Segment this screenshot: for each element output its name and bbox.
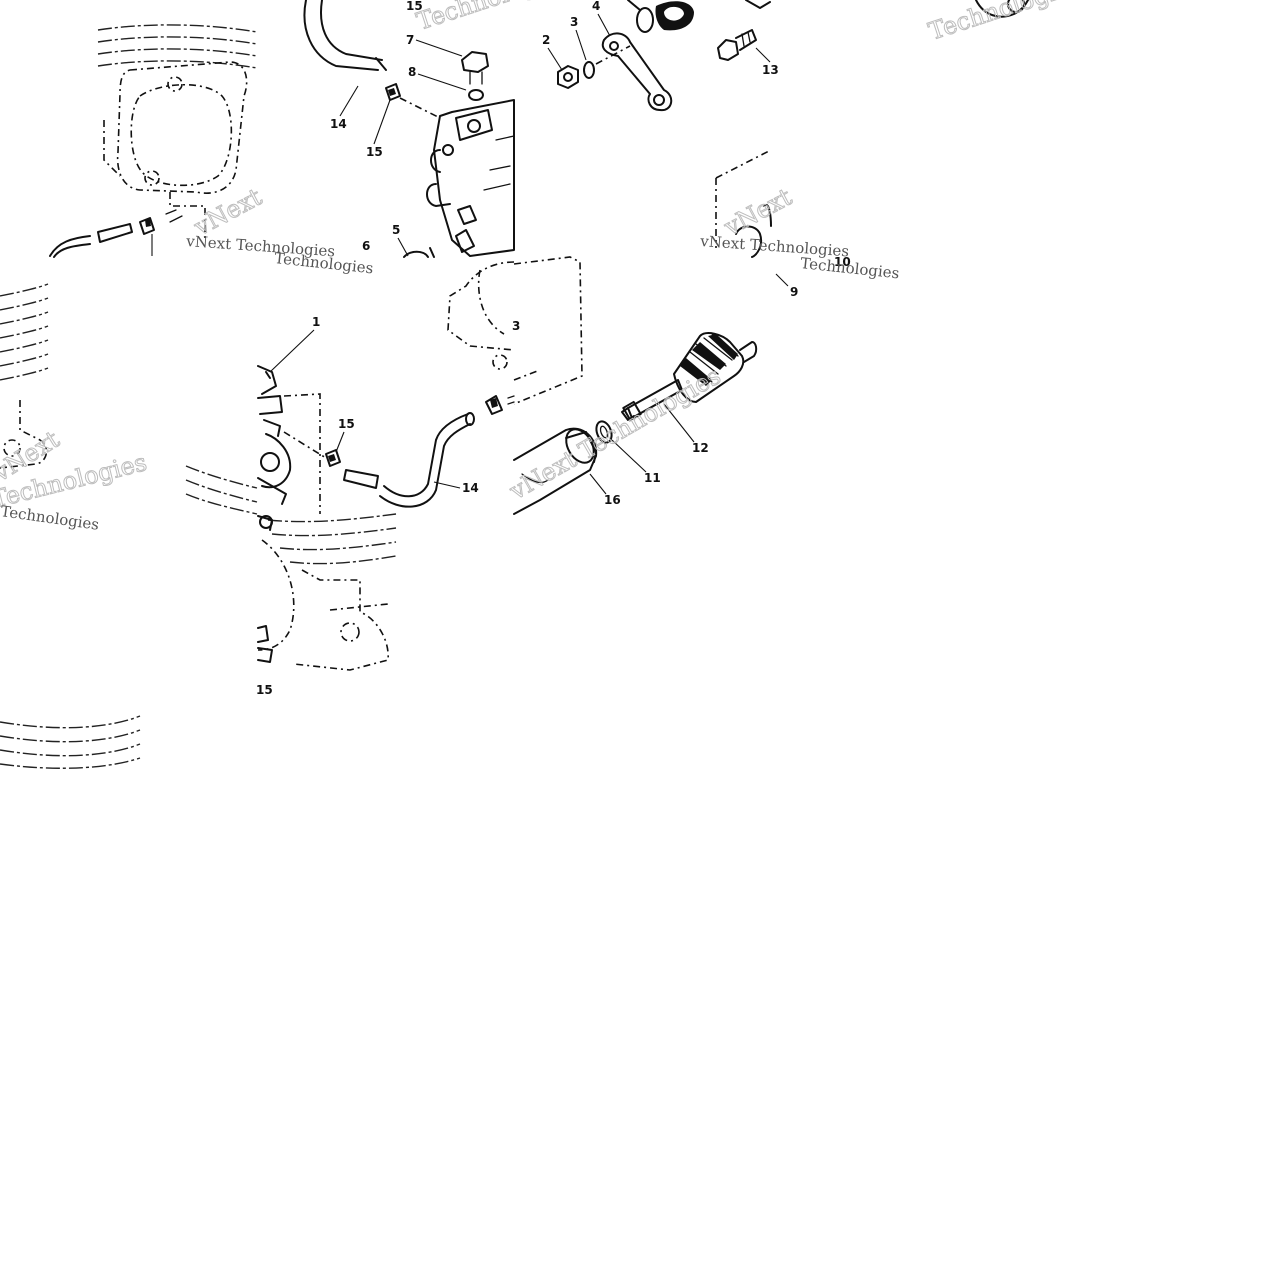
callout-label: 16 (604, 493, 621, 507)
washer (583, 61, 595, 79)
fitting-block (257, 365, 292, 505)
cover-outline (513, 256, 583, 405)
tile-top-left: vNext Technologies vNext (49, 24, 336, 260)
callout-label: 9 (790, 285, 798, 299)
callout-label: 15 (256, 683, 273, 697)
watermark-text: vNext (719, 183, 797, 242)
callout-label: 5 (392, 223, 400, 237)
watermark-text: vNext (189, 183, 267, 242)
tile-middle-right: 3 12 11 16 vNext Technologies (504, 256, 758, 515)
hose-pipe (303, 0, 387, 71)
callout-label: 13 (762, 63, 779, 77)
callout-label: 7 (406, 33, 414, 47)
bushing-sleeve (513, 427, 598, 515)
callout-label: 8 (408, 65, 416, 79)
cylinder-flange (447, 261, 515, 370)
tile-bottom-left (0, 715, 141, 769)
hose-clamp (385, 83, 401, 101)
callout-label: 11 (644, 471, 661, 485)
watermark-text: Technologies (274, 249, 375, 277)
driven-gear-shaft (621, 332, 758, 422)
banjo-bolt (461, 51, 489, 101)
tile-bottom-center: 15 (256, 513, 397, 697)
hose-clamp (139, 217, 155, 256)
hose-clamp (485, 395, 515, 415)
watermark-text: Technologies (800, 254, 901, 282)
callout-label: 15 (338, 417, 355, 431)
tile-top-center: 15 7 8 14 15 5 6 (274, 0, 573, 277)
watermark-text: Technologies (925, 0, 1085, 46)
callout-label: 6 (362, 239, 370, 253)
callout-label: 3 (570, 15, 578, 29)
tile-top-right: 2 3 4 13 (542, 0, 850, 260)
watermark-text: Technologies (0, 502, 100, 534)
pump-lever (595, 32, 673, 112)
callout-label: 15 (406, 0, 423, 13)
cylinder-fins (267, 513, 397, 565)
hose-clamp (325, 449, 341, 467)
callout-label: 2 (542, 33, 550, 47)
callout-label: 3 (512, 319, 520, 333)
cylinder-flange (103, 61, 248, 240)
callout-label: 10 (834, 255, 851, 269)
cylinder-fins (185, 465, 258, 515)
callout-label: 12 (692, 441, 709, 455)
callout-label: 15 (366, 145, 383, 159)
tile-middle-left: vNext Technologies (0, 283, 150, 514)
spring (627, 0, 694, 33)
callout-label: 14 (462, 481, 479, 495)
lock-nut (557, 65, 579, 89)
watermark-text: vNext Technologies (504, 362, 725, 506)
cylinder-flange (257, 515, 389, 671)
cylinder-fins (97, 24, 258, 69)
callout-label: 14 (330, 117, 347, 131)
cover-outline (715, 149, 772, 258)
hose (343, 412, 475, 508)
washer (595, 420, 613, 444)
hose (49, 223, 133, 258)
screw (717, 0, 771, 61)
callout-label: 4 (592, 0, 600, 13)
callout-label: 1 (312, 315, 320, 329)
oil-pump-body (426, 99, 515, 257)
watermark-text: Technologies (413, 0, 573, 36)
